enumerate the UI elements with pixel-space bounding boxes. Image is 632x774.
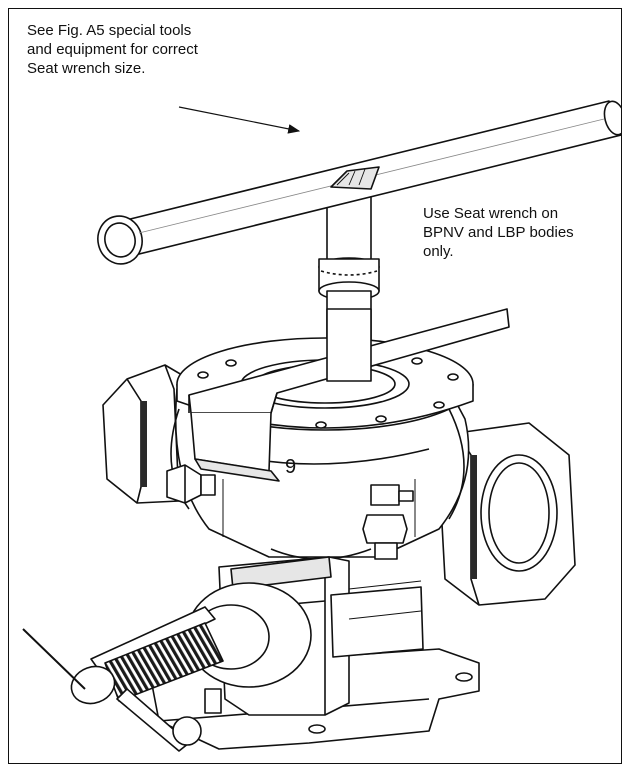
vise-slide-rails [348, 580, 422, 620]
figure-frame: See Fig. A5 special tools and equipment … [8, 8, 622, 764]
wrench-t-handle [97, 100, 621, 265]
callout-usage-note: Use Seat wrench on BPNV and LBP bodies o… [423, 205, 574, 260]
nut-shadow-left [141, 401, 147, 487]
wrench-shaft-lower [326, 308, 372, 382]
nut-shadow-right [471, 455, 477, 579]
valve-assembly-illustration: 9 [22, 100, 621, 752]
body-marking-number: 9 [285, 456, 296, 478]
bench-vise [22, 556, 480, 752]
gauge-fitting [362, 484, 414, 560]
leader-arrow [178, 106, 301, 134]
callout-wrench-size: See Fig. A5 special tools and equipment … [27, 22, 198, 77]
left-side-bolt [166, 464, 216, 504]
